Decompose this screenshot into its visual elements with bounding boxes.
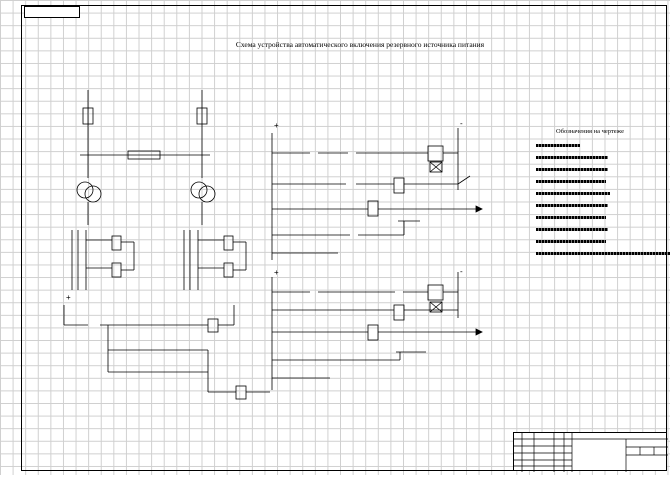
plus-label-lower: + (274, 268, 279, 277)
drawing-frame (21, 5, 667, 471)
title-block (513, 432, 668, 472)
legend-item (536, 252, 670, 255)
legend-item (536, 240, 606, 243)
legend-item (536, 168, 608, 171)
legend-item (536, 180, 606, 183)
legend-item (536, 228, 608, 231)
fuse-1 (82, 107, 94, 125)
legend-list (536, 144, 670, 264)
legend-title: Обозначения на чертеже (556, 128, 624, 135)
transformer-2-secondary (198, 185, 216, 203)
legend-item (536, 216, 606, 219)
sheet-title: Схема устройства автоматического включен… (235, 40, 485, 49)
minus-label-lower: - (460, 267, 463, 276)
legend-item (536, 192, 610, 195)
legend-item (536, 204, 608, 207)
fuse-2 (196, 107, 208, 125)
corner-stamp-box (24, 6, 80, 18)
legend-item (536, 156, 608, 159)
minus-label-upper: - (460, 119, 463, 128)
plus-label-upper: + (274, 121, 279, 130)
legend-item (536, 144, 580, 147)
transformer-1-secondary (84, 185, 102, 203)
title-block-grid (514, 433, 668, 472)
section-breaker (127, 150, 161, 160)
plus-label-control: + (66, 293, 71, 302)
transformer-2-primary (190, 181, 208, 199)
transformer-1-primary (76, 181, 94, 199)
